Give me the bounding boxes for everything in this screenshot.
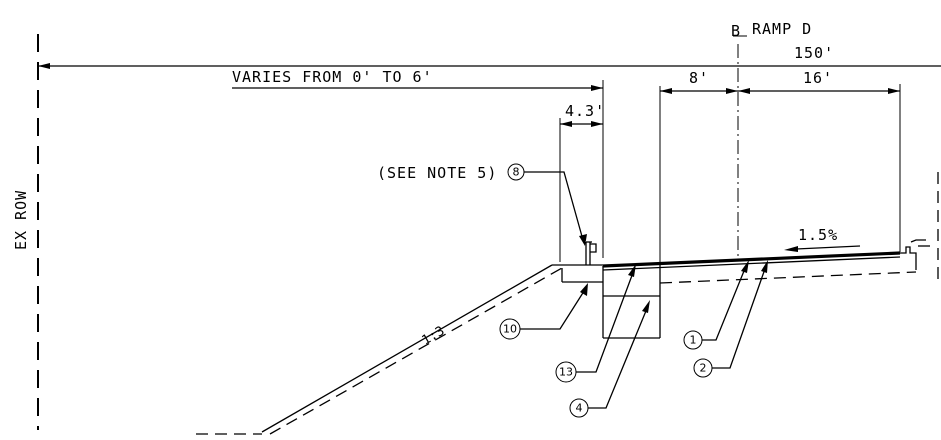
ex-row-label: EX ROW [12, 190, 30, 250]
callout-1: 1 [683, 330, 703, 350]
side-slope-subgrade-line [269, 267, 563, 435]
lane-arrow-mid-left [726, 88, 738, 94]
callout-1-number: 1 [690, 334, 697, 347]
varies-dimension-arrow [591, 85, 603, 91]
callout-8-number: 8 [513, 166, 520, 179]
lane-right-dimension-label: 16' [803, 69, 833, 87]
callout-2-leader [712, 265, 767, 369]
callout-2-number: 2 [700, 362, 707, 375]
callout-8: 8 [507, 163, 525, 181]
lane-arrow-right [888, 88, 900, 94]
centerline-symbol: B [731, 22, 741, 40]
shoulder-arrow-right [591, 121, 603, 127]
callout-2-arrowhead [761, 260, 768, 273]
note-reference: (SEE NOTE 5) [377, 164, 497, 182]
guardrail-blockout [590, 243, 597, 253]
overall-dimension-arrow [38, 63, 50, 69]
pavement-surface [602, 251, 901, 268]
callout-13-number: 13 [559, 366, 573, 379]
callout-10-arrowhead [580, 283, 588, 296]
side-slope-line [261, 264, 553, 433]
callout-13-leader [576, 269, 635, 373]
callout-4-leader [588, 305, 649, 409]
callout-10: 10 [499, 318, 521, 340]
curb-profile [900, 246, 917, 270]
callout-2: 2 [693, 358, 713, 378]
callout-1-leader [702, 265, 747, 341]
pavement-subgrade-line [659, 271, 917, 284]
callout-4-arrowhead [642, 300, 650, 313]
callout-8-arrowhead [579, 234, 587, 246]
centerline-label: RAMP D [752, 20, 812, 38]
callout-8-leader [524, 171, 584, 241]
cross-slope-arrow-line [795, 245, 861, 250]
overall-dimension-label: 150' [794, 44, 834, 62]
pavement-base-line [602, 256, 901, 271]
varies-dimension-label: VARIES FROM 0' TO 6' [232, 68, 433, 86]
callout-10-number: 10 [503, 323, 517, 336]
lane-left-dimension-label: 8' [689, 69, 709, 87]
callout-13: 13 [555, 361, 577, 383]
callout-1-arrowhead [741, 260, 749, 273]
cross-slope-label: 1.5% [798, 226, 838, 244]
shoulder-arrow-left [560, 121, 572, 127]
callout-10-leader [520, 287, 587, 330]
shoulder-dimension-label: 4.3' [565, 102, 605, 120]
callout-13-arrowhead [628, 264, 636, 277]
callout-4: 4 [569, 398, 589, 418]
cross-slope-arrowhead [784, 246, 798, 252]
curb-back-upper [910, 239, 926, 243]
lane-arrow-mid-right [738, 88, 750, 94]
callout-4-number: 4 [576, 402, 583, 415]
lane-arrow-left [660, 88, 672, 94]
